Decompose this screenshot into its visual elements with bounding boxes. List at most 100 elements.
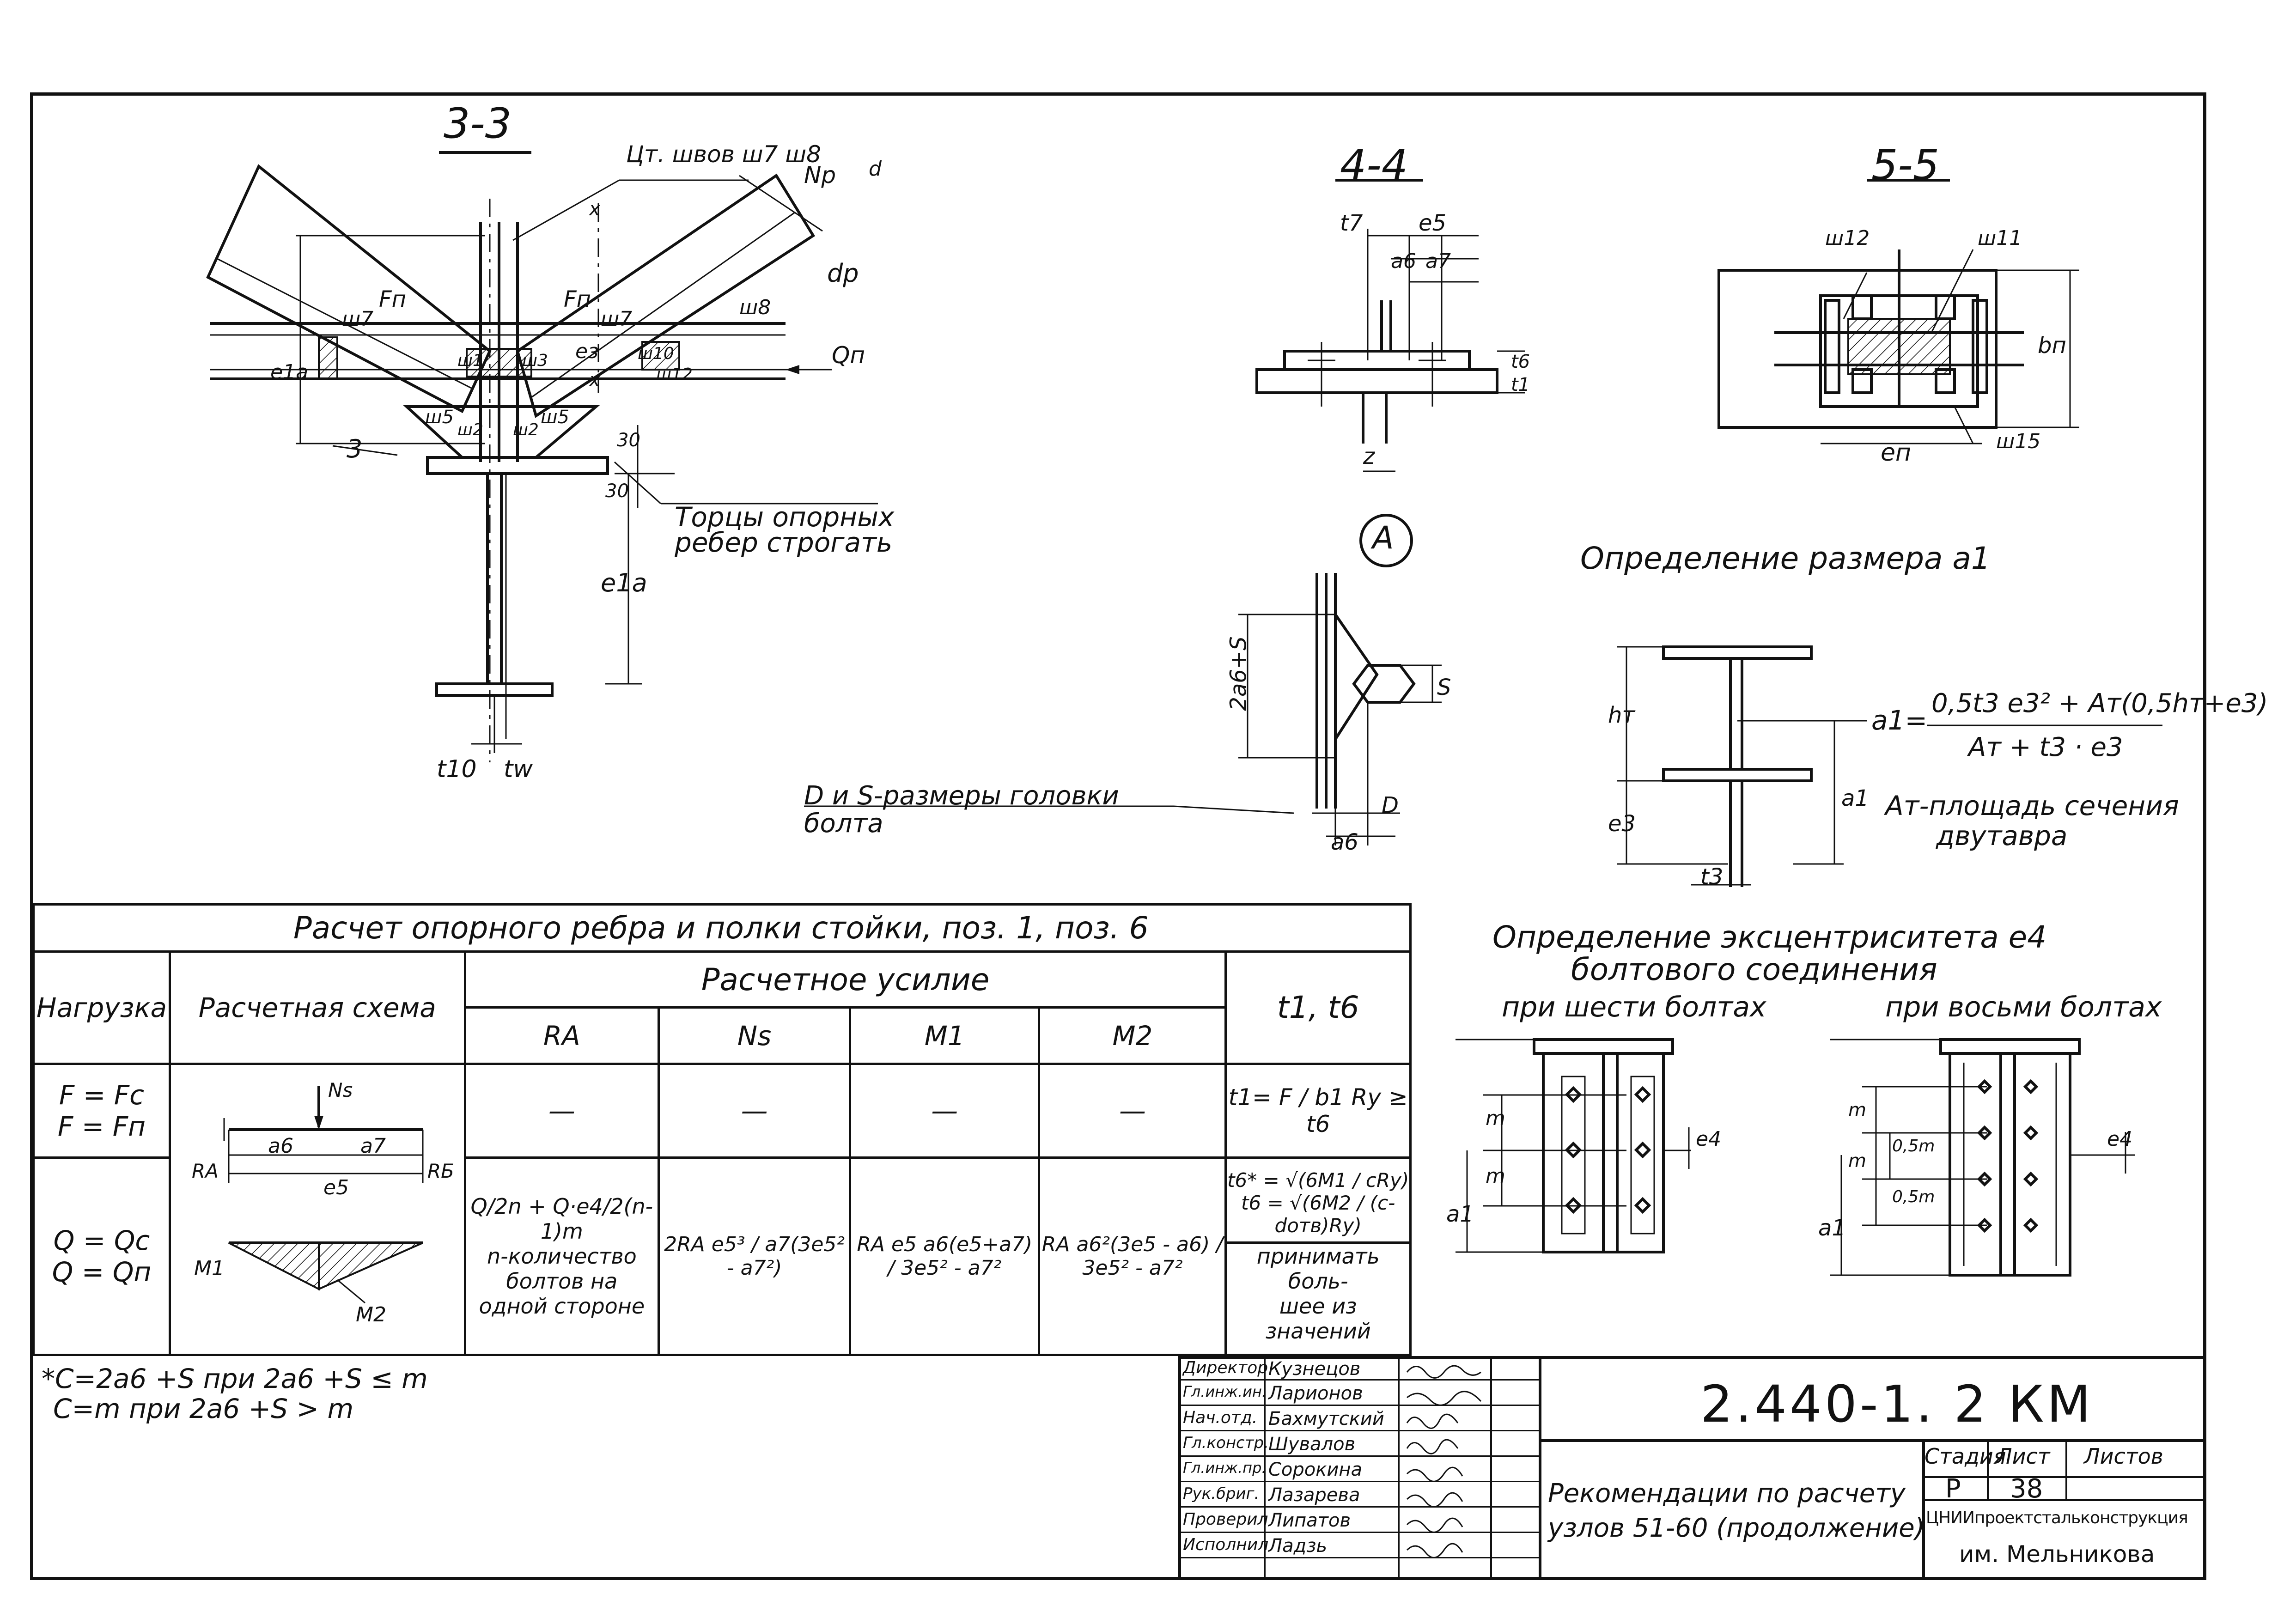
m2-dash: — [1038,1063,1227,1159]
subject-1: Рекомендации по расчету [1548,1478,1906,1508]
section-mark-3: 3 [347,434,363,463]
scheme-cell [168,1063,466,1356]
scheme-e5: e5 [323,1176,349,1199]
footnote-2: C=m при 2a6 +S > m [53,1393,354,1424]
ns-formula: 2RA e5³ / a7(3e5² - a7²) [658,1156,852,1356]
name-6: Липатов [1268,1510,1351,1531]
weld-w2-right: ш2 [513,420,539,439]
signatures [1406,1365,1482,1558]
section-5-5-title: 5-5 [1871,141,1939,189]
dim-30-b: 30 [605,481,629,502]
weld-w7-left: ш7 [342,307,374,331]
dim-t10: t10 [437,755,477,783]
six-m-1: m [1486,1107,1505,1130]
role-5: Рук.бриг. [1183,1484,1260,1503]
t-formula-1: t1= F / b1 Ry ≥ t6 [1224,1063,1412,1159]
name-3: Шувалов [1268,1434,1356,1455]
role-4: Гл.инж.пр. [1183,1459,1267,1477]
load-f-2: F = Fп [57,1111,146,1143]
role-3: Гл.констр. [1183,1434,1269,1452]
t-note-2: шее из значений [1265,1294,1371,1344]
eccentricity-six-bolts-drawing [1456,1038,1691,1253]
weld-w11-55: ш11 [1978,226,2022,250]
angle-d-label: d [869,157,882,181]
force-np-label: Nр [804,162,836,189]
weld-w7-right: ш7 [601,307,633,331]
dim-t6: t6 [1511,351,1530,372]
six-bolts-title: при шести болтах [1502,991,1766,1023]
name-0: Кузнецов [1268,1358,1361,1380]
org-name-2: им. Мельникова [1959,1541,2155,1568]
col-m1: M1 [849,1006,1041,1065]
six-m-2: m [1486,1164,1505,1188]
eccentricity-eight-bolts-drawing [1830,1038,2135,1277]
dim-a7: a7 [1425,249,1451,273]
eight-m-2: m [1848,1150,1866,1172]
weld-w15: ш15 [1996,430,2041,453]
dim-d: D [1382,792,1399,818]
dim-z: z [1363,444,1375,469]
dim-s: S [1437,675,1451,700]
six-bolts-marks [1565,1086,1651,1214]
calc-table-title: Расчет опорного ребра и полки стойки, по… [32,903,1412,953]
ra-note-3: одной стороне [479,1294,645,1319]
dim-tw: tw [504,755,533,783]
ra-formula-cell: Q/2n + Q·e4/2(n-1)m n-количество болтов … [463,1156,660,1356]
dim-e5: e5 [1419,210,1447,236]
fp-left-label: Fп [379,286,406,312]
dim-t1: t1 [1511,374,1530,395]
scheme-ns: Ns [328,1079,353,1101]
e3-label: eз [575,340,599,363]
six-e4: e4 [1696,1127,1722,1151]
planing-note-1: Торцы опорных [675,501,895,533]
eight-a1: a1 [1818,1215,1846,1241]
dim-e3-a1: e3 [1608,811,1636,837]
ra-note-1: n-количество [487,1244,637,1269]
eight-bolts-title: при восьми болтах [1885,991,2162,1023]
role-1: Гл.инж.ин. [1183,1383,1267,1400]
bolt-head-note-1: D и S-размеры головки [804,781,1119,811]
weld-w5-left: ш5 [425,407,454,428]
weld-w2-left: ш2 [457,420,483,439]
dim-t3: t3 [1700,864,1724,890]
name-1: Ларионов [1268,1383,1363,1404]
sheets-header: Листов [2084,1444,2163,1469]
weld-w12-55: ш12 [1825,226,1870,250]
eight-05m-1: 0,5m [1892,1137,1935,1156]
a1-formula-denominator: Aт + t3 · e3 [1968,732,2123,762]
scheme-a7: a7 [360,1134,386,1158]
eight-05m-2: 0,5m [1892,1187,1935,1206]
header-t: t1, t6 [1224,950,1412,1065]
a1-i-beam-drawing [1617,645,2162,887]
col-ra: RA [463,1006,660,1065]
m2-formula: RA a6²(3e5 - a6) / 3e5² - a7² [1038,1156,1227,1356]
t-note-1: принимать боль- [1227,1241,1409,1294]
at-note-1: Aт-площадь сечения [1885,790,2179,821]
section-3-3-title: 3-3 [444,99,512,148]
scheme-rb: RБ [427,1160,454,1182]
ra-formula: Q/2n + Q·e4/2(n-1)m [470,1194,653,1244]
load-q-2: Q = Qп [52,1256,152,1288]
dp-label: dр [827,259,859,288]
t-formula-3: t6 = √(6M2 / (c-dотв)Ry) [1241,1192,1395,1237]
role-2: Нач.отд. [1183,1408,1258,1427]
weld-w8: ш8 [739,296,771,319]
dim-ep: eп [1881,439,1911,467]
load-f-1: F = Fc [59,1079,145,1111]
weld-centroid-label: Цт. швов ш7 ш8 [626,141,821,168]
name-7: Ладзь [1268,1535,1328,1557]
fp-right-label: Fп [564,286,591,312]
dim-bp: bп [2038,333,2066,359]
eight-e4: e4 [2107,1127,2133,1151]
footnote-1: *C=2a6 +S при 2a6 +S ≤ m [42,1363,428,1394]
org-name: ЦНИИпроектстальконструкция [1926,1508,2188,1527]
planing-note-2: ребер строгать [675,527,893,558]
sheet-value: 38 [2010,1474,2043,1504]
ra-dash: — [463,1063,660,1159]
six-a1: a1 [1446,1201,1474,1227]
load-f-cell: F = Fc F = Fп [32,1063,171,1159]
section-4-4-drawing [1255,179,1525,472]
load-q-1: Q = Qc [53,1225,150,1257]
dim-t7: t7 [1340,210,1363,236]
